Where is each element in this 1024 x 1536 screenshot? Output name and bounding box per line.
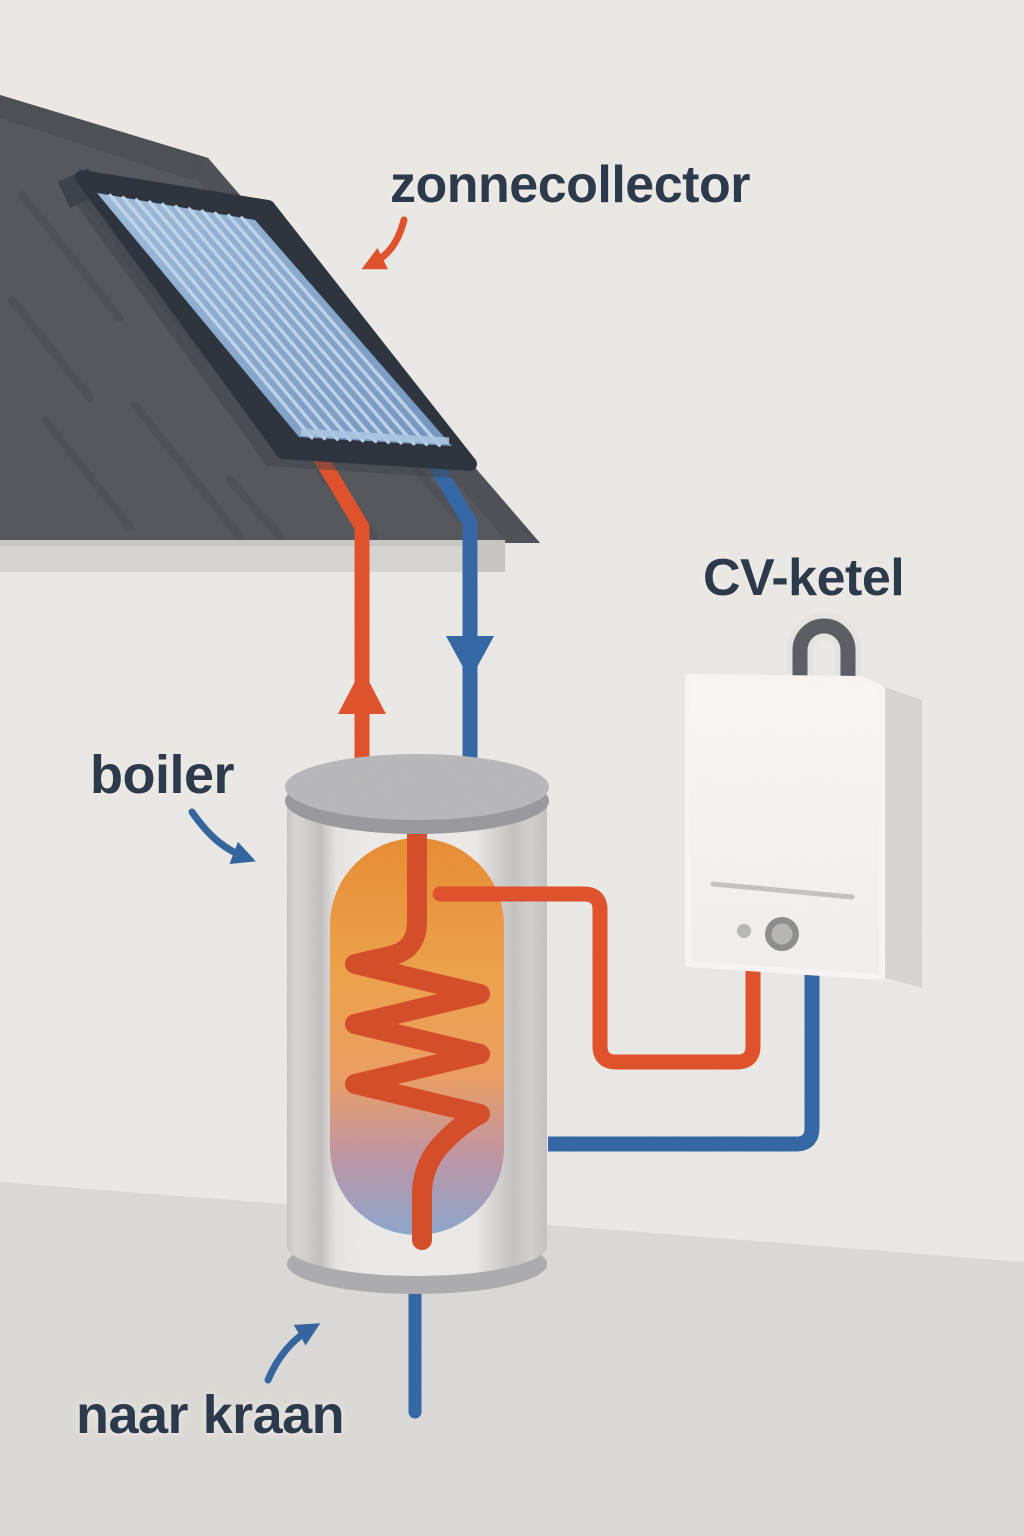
label-cv-ketel: CV-ketel	[703, 549, 905, 607]
label-zonnecollector: zonnecollector	[390, 156, 750, 214]
label-naar-kraan: naar kraan	[76, 1385, 345, 1445]
label-boiler: boiler	[90, 745, 235, 805]
